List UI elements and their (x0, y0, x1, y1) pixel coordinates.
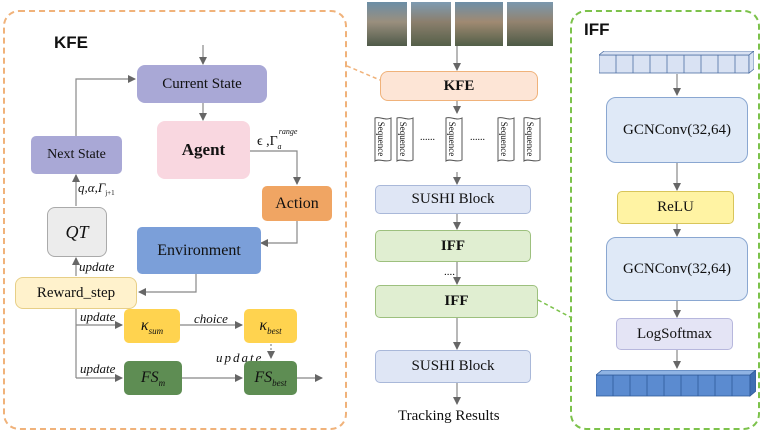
kfe-block: KFE (380, 71, 538, 101)
gcnconv-label: GCNConv(32,64) (623, 260, 731, 277)
sequence-tile: Sequence (396, 117, 414, 162)
epsilon-gamma-label: ϵ ,Γrangea (257, 127, 298, 151)
input-video-frames (367, 2, 553, 46)
kappa-sum-label: κsum (140, 317, 164, 336)
environment-box: Environment (137, 227, 261, 274)
next-state-box: Next State (31, 136, 122, 174)
sequence-tile: Sequence (523, 117, 541, 162)
qt-box: QT (47, 207, 107, 257)
agent-label: Agent (181, 140, 226, 159)
relu-label: ReLU (657, 199, 694, 215)
kappa-sum-box: κsum (124, 309, 180, 343)
kfe-panel-title: KFE (54, 33, 88, 52)
sequence-tile: Sequence (445, 117, 463, 162)
fs-best-box: FSbest (244, 361, 297, 395)
action-box: Action (262, 186, 332, 221)
gcnconv-block-2: GCNConv(32,64) (606, 237, 748, 301)
iff-panel (570, 10, 760, 430)
environment-label: Environment (157, 241, 241, 259)
current-state-label: Current State (162, 75, 242, 92)
output-feature-tensor (594, 369, 758, 397)
tracking-results-label: Tracking Results (398, 408, 500, 424)
video-frame (507, 2, 553, 46)
sushi-block-bottom: SUSHI Block (375, 350, 531, 383)
logsoftmax-block: LogSoftmax (616, 318, 733, 350)
sushi-block-top: SUSHI Block (375, 185, 531, 214)
iff-panel-title: IFF (584, 20, 610, 39)
update-label-kappa: update (80, 309, 116, 324)
sequence-tile: Sequence (374, 117, 392, 162)
reward-step-label: Reward_step (36, 284, 116, 301)
kfe-panel (3, 10, 347, 430)
video-frame (367, 2, 407, 46)
sushi-block-label: SUSHI Block (411, 191, 495, 207)
choice-label: choice (194, 311, 228, 326)
iff-block-2: IFF (375, 285, 538, 318)
iff-block-label: IFF (440, 237, 466, 254)
sequence-ellipsis: ...... (470, 132, 485, 143)
relu-block: ReLU (617, 191, 734, 224)
update-label-fs: update (80, 361, 116, 376)
kfe-block-label: KFE (443, 77, 475, 94)
sequence-tile: Sequence (497, 117, 515, 162)
video-frame (411, 2, 451, 46)
qt-params-label: q,α,Γj+1 (78, 180, 115, 197)
agent-box: Agent (157, 121, 250, 179)
fs-m-label: FSm (140, 369, 166, 388)
update-label-qt: update (79, 259, 115, 274)
sushi-block-label: SUSHI Block (411, 358, 495, 374)
iff-dots: .... (444, 266, 455, 278)
gcnconv-block-1: GCNConv(32,64) (606, 97, 748, 163)
next-state-label: Next State (47, 147, 106, 162)
iff-block-label: IFF (444, 293, 469, 309)
current-state-box: Current State (137, 65, 267, 103)
qt-label: QT (65, 221, 89, 242)
fs-m-box: FSm (124, 361, 182, 395)
iff-block-1: IFF (375, 230, 531, 262)
kappa-best-label: κbest (259, 317, 282, 336)
sequence-ellipsis: ...... (420, 132, 435, 143)
action-label: Action (275, 194, 319, 212)
kappa-best-box: κbest (244, 309, 297, 343)
video-frame (455, 2, 503, 46)
fs-best-label: FSbest (254, 369, 287, 388)
input-feature-tensor (597, 50, 756, 74)
reward-step-box: Reward_step (15, 277, 137, 309)
gcnconv-label: GCNConv(32,64) (623, 121, 731, 138)
logsoftmax-label: LogSoftmax (637, 325, 712, 342)
